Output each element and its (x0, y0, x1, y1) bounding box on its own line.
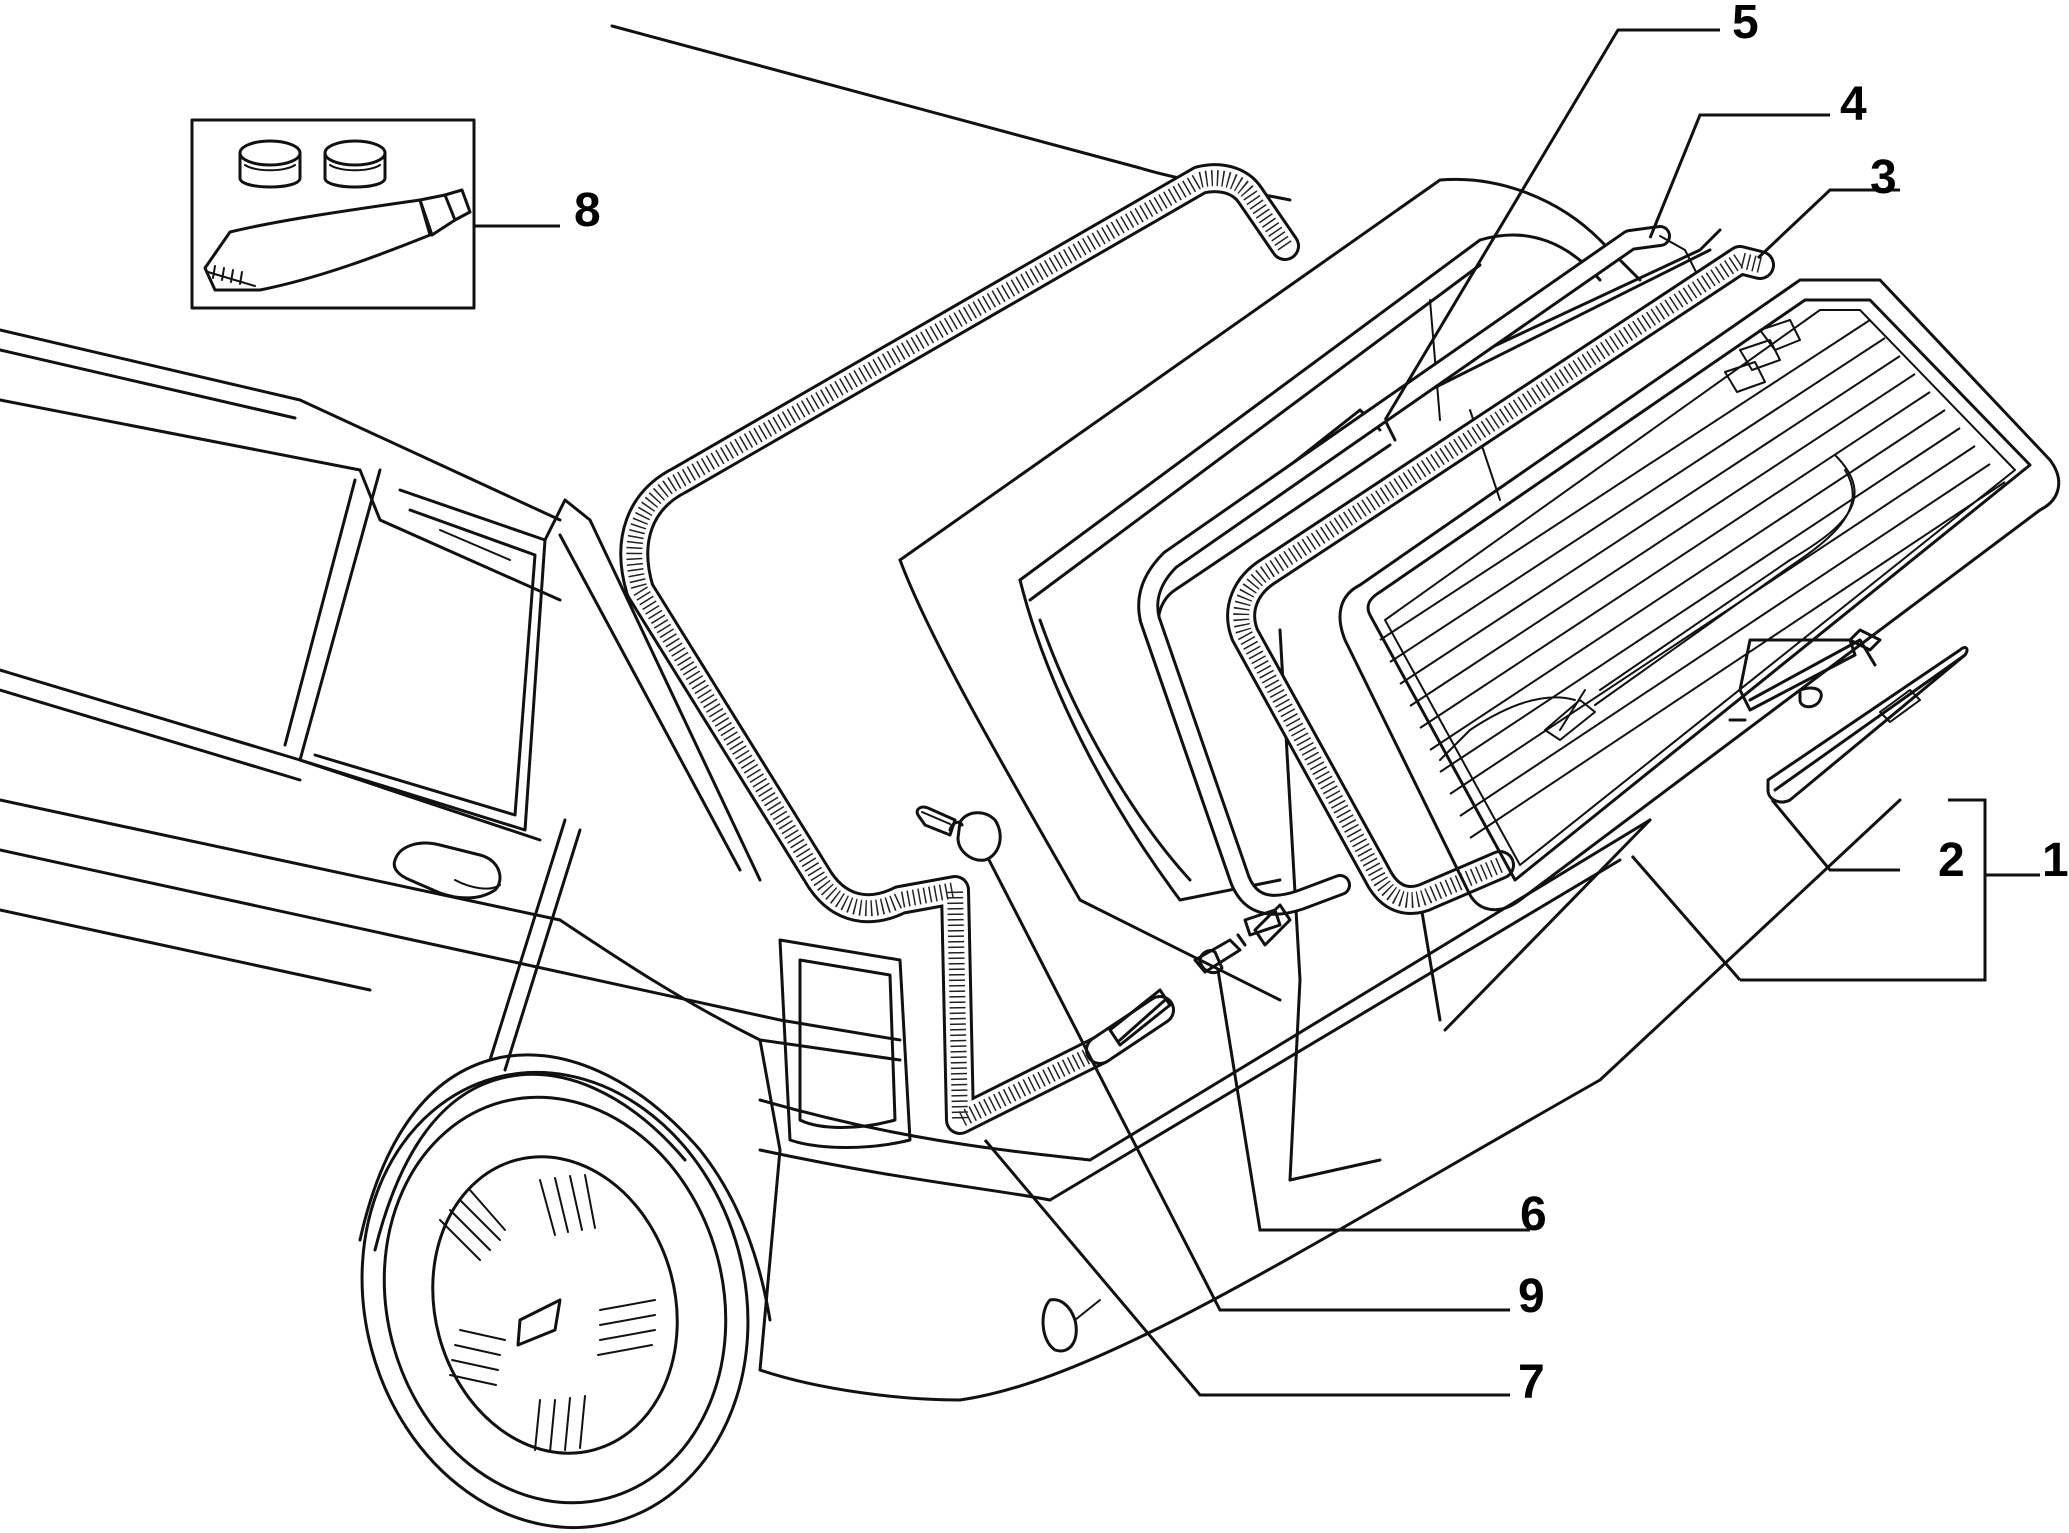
leader-lines (474, 28, 2040, 1397)
rear-window-glass-part-1 (1338, 278, 2061, 912)
heating-element-lines (1379, 319, 2006, 839)
callout-8: 8 (574, 184, 601, 237)
callout-labels: 1 2 3 4 5 6 7 8 9 (574, 0, 2069, 1409)
primer-cup-icon (323, 139, 387, 189)
callout-7: 7 (1518, 1356, 1545, 1409)
callout-1: 1 (2042, 834, 2069, 887)
callout-9: 9 (1518, 1270, 1545, 1323)
primer-cup-icon (238, 139, 302, 189)
adhesive-tube-icon (203, 188, 472, 292)
hubcap-slots (439, 1174, 656, 1453)
body-window-seal-part-7 (619, 163, 1300, 1135)
clip-part-6 (1193, 908, 1282, 975)
callout-3: 3 (1870, 151, 1897, 204)
callout-5: 5 (1732, 0, 1759, 49)
callout-6: 6 (1520, 1188, 1547, 1241)
rear-wheel (360, 1070, 750, 1530)
seal-part-3 (1226, 245, 1775, 915)
stud-part-9 (915, 805, 1002, 862)
car-body (0, 24, 1902, 1402)
callout-4: 4 (1840, 78, 1867, 131)
adhesive-kit-box-part-8 (190, 118, 476, 310)
wiper-bracket-part-2 (1728, 628, 1969, 804)
seal-clip-strip (1108, 903, 1292, 1047)
callout-2: 2 (1938, 834, 1965, 887)
